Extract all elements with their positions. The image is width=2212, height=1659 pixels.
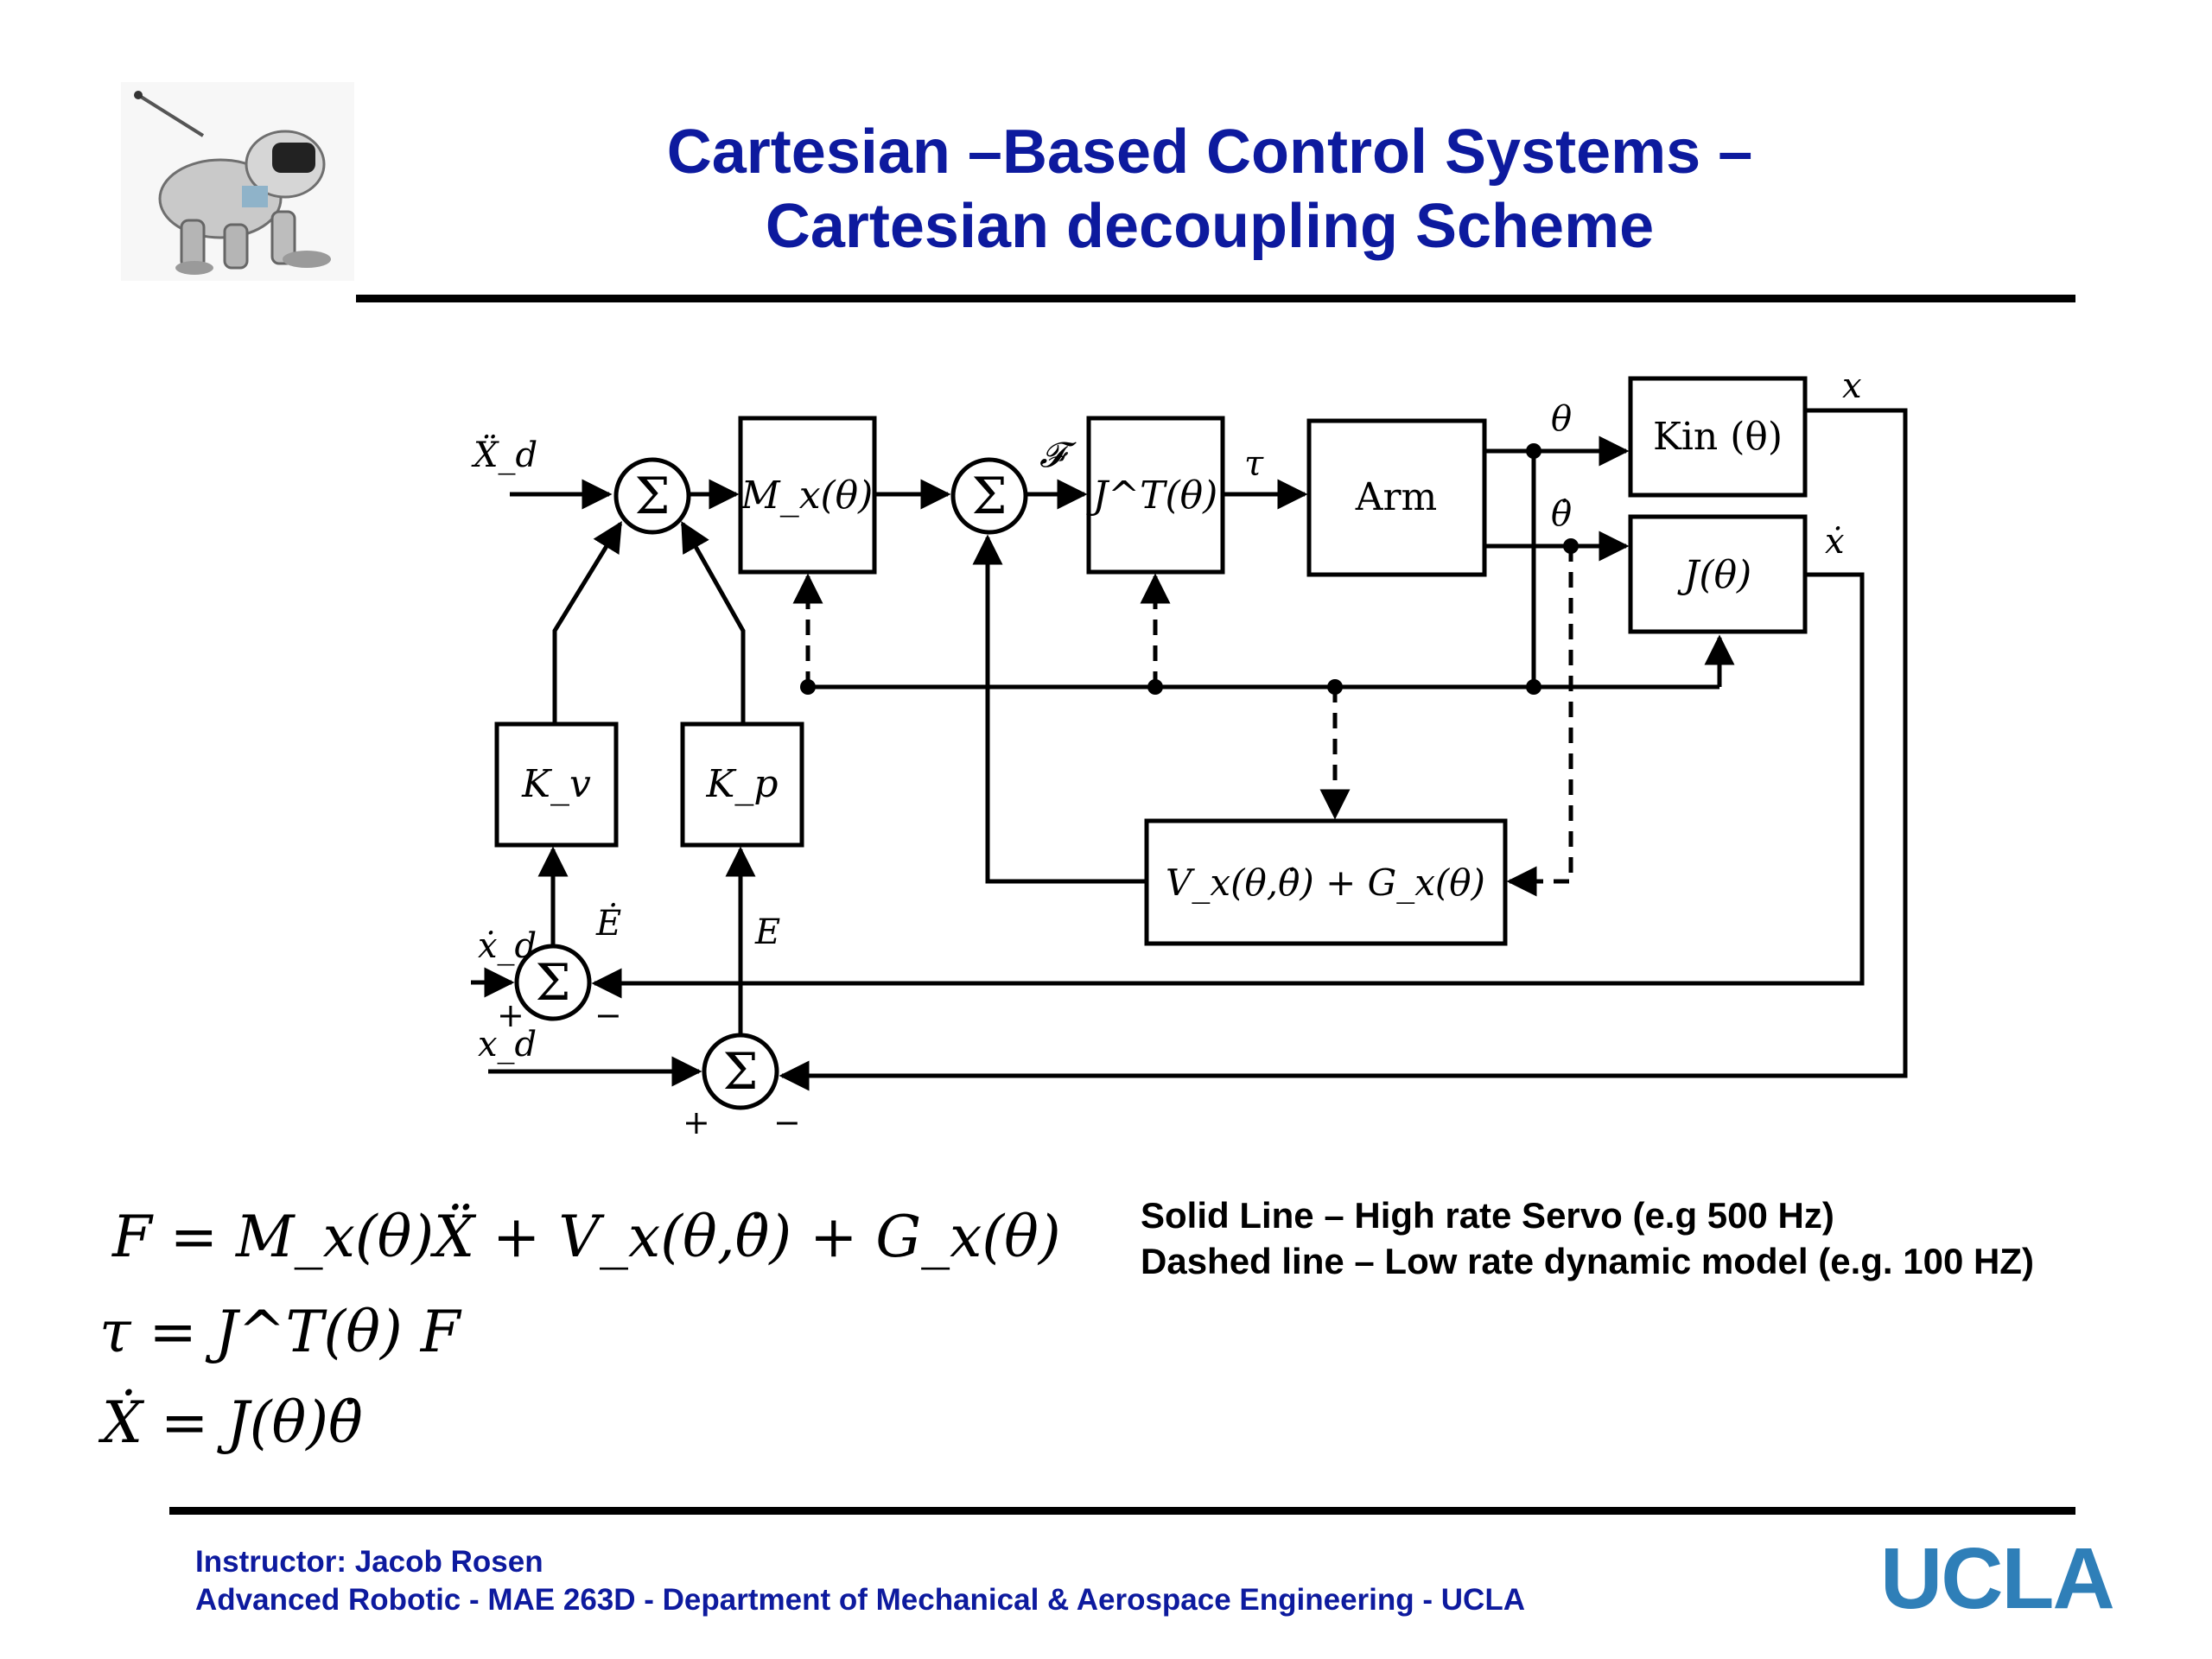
signal-e: E [754, 912, 780, 952]
sum-symbol-1: Σ [634, 467, 670, 525]
legend-dashed-line: Dashed line – Low rate dynamic model (e.… [1141, 1241, 2034, 1281]
legend-solid-line: Solid Line – High rate Servo (e.g 500 Hz… [1141, 1195, 1834, 1236]
signal-x-dot: ẋ [1825, 522, 1845, 562]
block-j-label: J(θ) [1677, 553, 1751, 597]
robot-dog-image [121, 82, 354, 281]
block-kin-label: Kin (θ) [1653, 415, 1783, 459]
sign-plus-3: + [497, 996, 524, 1034]
sign-minus-4: − [773, 1103, 801, 1141]
title-divider [356, 295, 2075, 302]
signal-tau: τ [1244, 444, 1264, 484]
block-kin [1628, 376, 1808, 498]
signal-xd: x_d [478, 1025, 537, 1065]
block-mx-label: M_x(θ) [741, 474, 874, 518]
block-jt-label: J^T(θ) [1086, 474, 1218, 518]
block-vg-label: V_x(θ,θ̇) + G_x(θ) [1166, 861, 1485, 904]
sign-plus-4: + [683, 1103, 710, 1141]
slide-title-line1: Cartesian –Based Control Systems – [666, 118, 1753, 187]
equation-force: F = M_x(θ)Ẍ + V_x(θ,θ̇) + G_x(θ) [112, 1204, 1061, 1270]
signal-xdd-d: Ẍ_d [471, 435, 537, 475]
signal-theta: θ [1551, 399, 1572, 439]
sum-symbol-4: Σ [722, 1042, 758, 1101]
equation-velocity: Ẋ = J(θ)θ̇ [102, 1389, 363, 1456]
slide-title-line2: Cartesian decoupling Scheme [765, 192, 1655, 261]
signal-xd-dot: ẋ_d [478, 926, 537, 966]
signal-theta-dot: θ̇ [1551, 494, 1572, 534]
sign-minus-3: − [594, 996, 622, 1034]
block-arm [1306, 418, 1487, 577]
equation-torque: τ = J^T(θ) F [99, 1299, 461, 1365]
signal-f: 𝓕 [1039, 435, 1077, 475]
footer-divider [169, 1507, 2075, 1515]
block-kv-label: K_v [521, 762, 591, 806]
signal-x: x [1842, 366, 1862, 406]
footer-course: Advanced Robotic - MAE 263D - Department… [195, 1583, 1525, 1617]
footer-instructor: Instructor: Jacob Rosen [195, 1545, 543, 1579]
block-arm-label: Arm [1355, 475, 1438, 519]
sum-symbol-3: Σ [535, 953, 570, 1012]
sum-symbol-2: Σ [971, 467, 1007, 525]
signal-e-dot: Ė [595, 903, 621, 944]
ucla-logo: UCLA [1880, 1530, 2115, 1627]
block-kp-label: K_p [705, 762, 778, 806]
